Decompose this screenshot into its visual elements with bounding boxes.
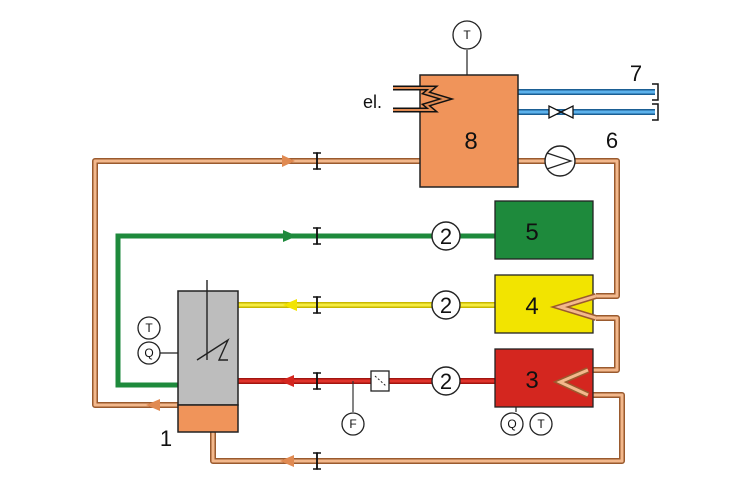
pipe-connector-icon [313, 372, 321, 390]
heat-pump [544, 145, 576, 177]
tank-temperature-sensor [452, 20, 482, 50]
pump-icon: 2 [431, 290, 461, 320]
flow-arrow-icon [146, 399, 160, 411]
immersion-heater-icon [196, 280, 230, 361]
flow-sensor-label: F [349, 417, 356, 431]
pipe-connector-icon [313, 152, 321, 170]
reactor-body [177, 290, 239, 406]
green-loop-pipe [115, 233, 495, 388]
reactor-flow-label: Q [144, 346, 153, 360]
heat-exchanger-icon [549, 293, 597, 321]
pump-symbol: 2 [440, 224, 452, 249]
pipe-connector-icon [313, 452, 321, 470]
loop-5-label: 5 [525, 219, 538, 246]
flow-arrow-icon [280, 375, 294, 387]
electric-heater-label: el. [363, 92, 382, 112]
service-water-label: 7 [630, 61, 642, 86]
loop-4-label: 4 [525, 293, 538, 320]
flow-meter-icon [370, 370, 390, 392]
loop-3-unit [494, 348, 594, 408]
pump-symbol: 2 [440, 369, 452, 394]
reactor-base [177, 404, 239, 433]
pump-icon: 2 [431, 366, 461, 396]
loop3-temperature-label: T [537, 417, 545, 431]
loop-3-label: 3 [525, 367, 538, 394]
pipe-connector-icon [313, 227, 321, 245]
pump-symbol: 2 [440, 293, 452, 318]
heat-exchanger-icon [552, 367, 590, 398]
valve-icon [548, 104, 574, 120]
electric-heater-icon [393, 85, 455, 113]
flow-arrow-icon [282, 155, 295, 167]
storage-tank-label: 8 [464, 128, 477, 155]
loop3-flow-label: Q [507, 417, 516, 431]
copper-return-pipe [92, 158, 625, 464]
flow-arrow-icon [283, 299, 297, 311]
flow-sensor [341, 412, 365, 436]
tank-temperature-label: T [463, 28, 471, 42]
loop3-flow-sensor [500, 412, 524, 436]
pipe-end-cap-icon [652, 83, 659, 121]
flow-arrow-icon [283, 230, 297, 242]
heat-pump-label: 6 [606, 128, 618, 153]
reactor-temperature-label: T [145, 321, 153, 335]
pipe-connector-icon [313, 296, 321, 314]
pump-icon: 2 [431, 221, 461, 251]
flow-arrow-icon [280, 455, 294, 467]
reactor-temperature-sensor [137, 316, 161, 340]
loop-5-unit [494, 200, 594, 260]
reactor-label: 1 [160, 426, 172, 451]
loop3-temperature-sensor [529, 412, 553, 436]
